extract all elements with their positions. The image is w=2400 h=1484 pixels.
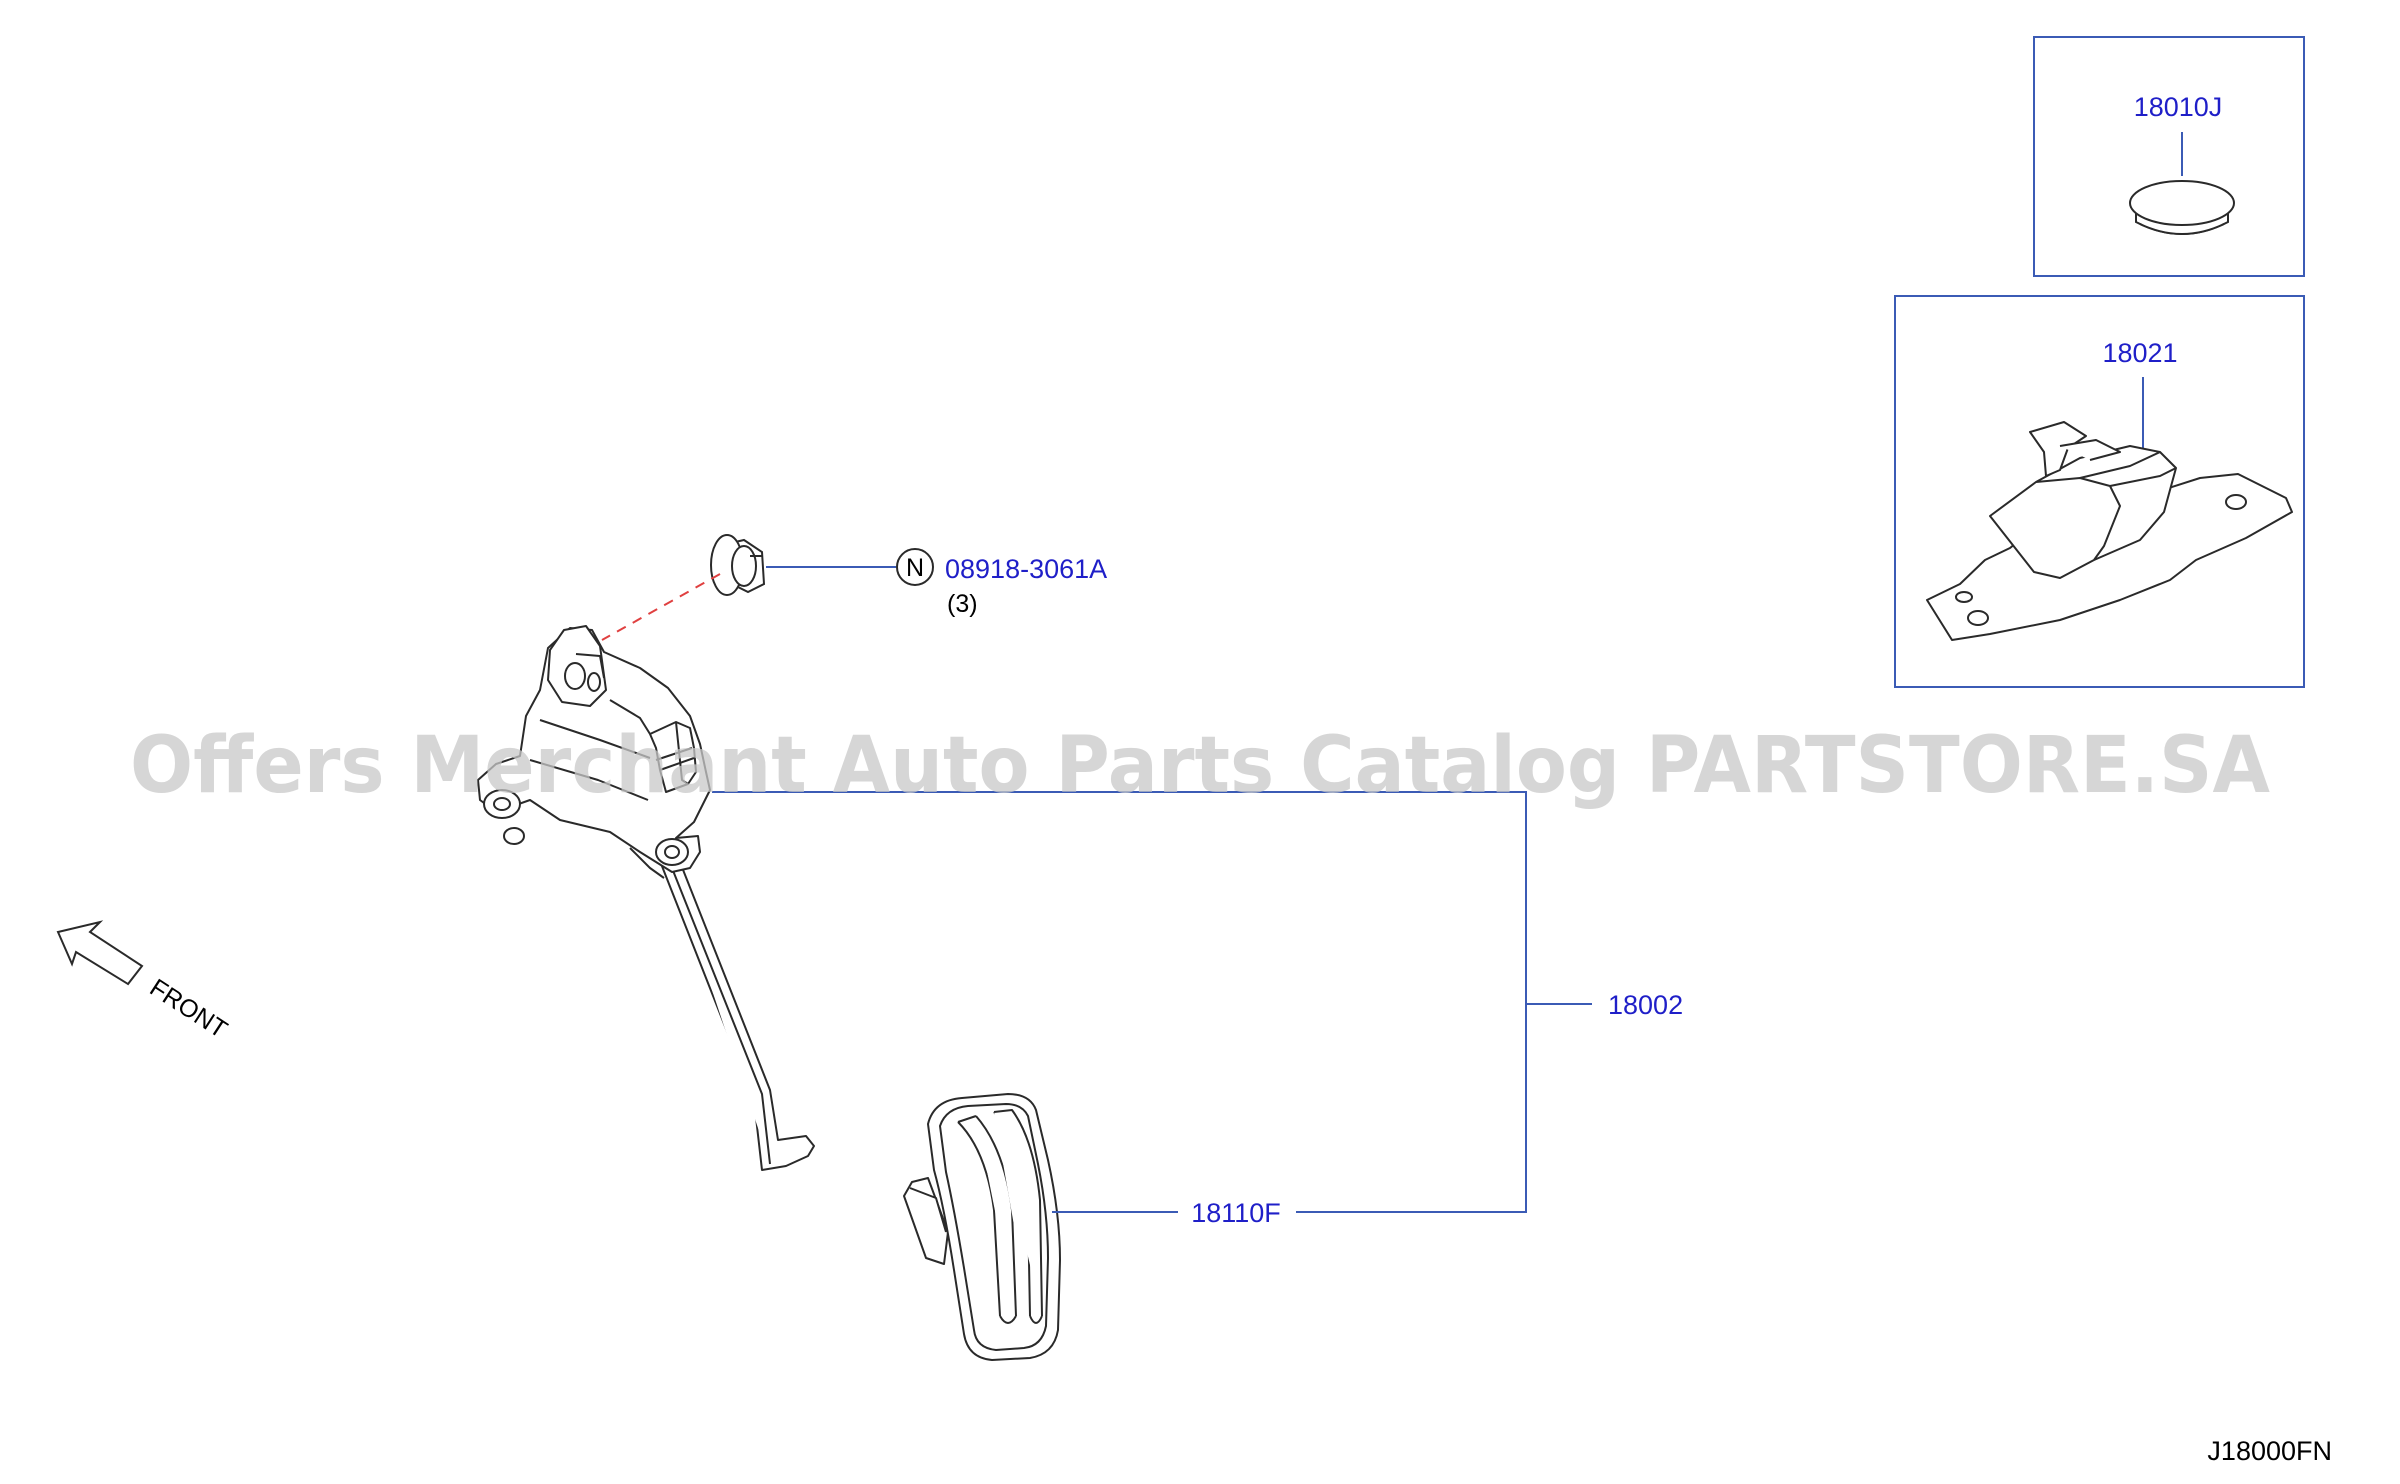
pedal-pad-group: 18110F [904, 1094, 1281, 1360]
inset-box-18021: 18021 [1894, 295, 2305, 688]
diagram-code: J18000FN [2207, 1436, 2332, 1466]
inset-box-18010J: 18010J [2033, 36, 2305, 277]
front-arrow-icon [56, 920, 144, 986]
bracket-drawing [1927, 422, 2292, 640]
plug-cap-drawing [2130, 181, 2234, 234]
front-label: FRONT [145, 974, 232, 1044]
standard-part-symbol [896, 548, 934, 586]
dashed-leader-clip [601, 573, 721, 641]
watermark-text: Offers Merchant Auto Parts Catalog PARTS… [130, 721, 2270, 811]
pedal-pad-drawing [904, 1094, 1060, 1360]
label-18002[interactable]: 18002 [1608, 990, 1683, 1020]
clip-nut-drawing [711, 535, 764, 595]
standard-part-symbol-letter: N [906, 554, 924, 582]
label-18010J[interactable]: 18010J [2134, 92, 2223, 122]
clip-nut-group: N 08918-3061A (3) [601, 535, 1107, 641]
label-18021[interactable]: 18021 [2102, 338, 2177, 368]
leader-18002 [712, 791, 1527, 1213]
label-18110F[interactable]: 18110F [1191, 1198, 1281, 1228]
quantity-note: (3) [947, 590, 978, 618]
front-indicator: FRONT [56, 920, 232, 1044]
pedal-assembly-drawing [478, 626, 814, 1170]
pedal-assembly-group: 18002 [478, 626, 1683, 1213]
label-08918-3061A[interactable]: 08918-3061A [945, 554, 1107, 584]
